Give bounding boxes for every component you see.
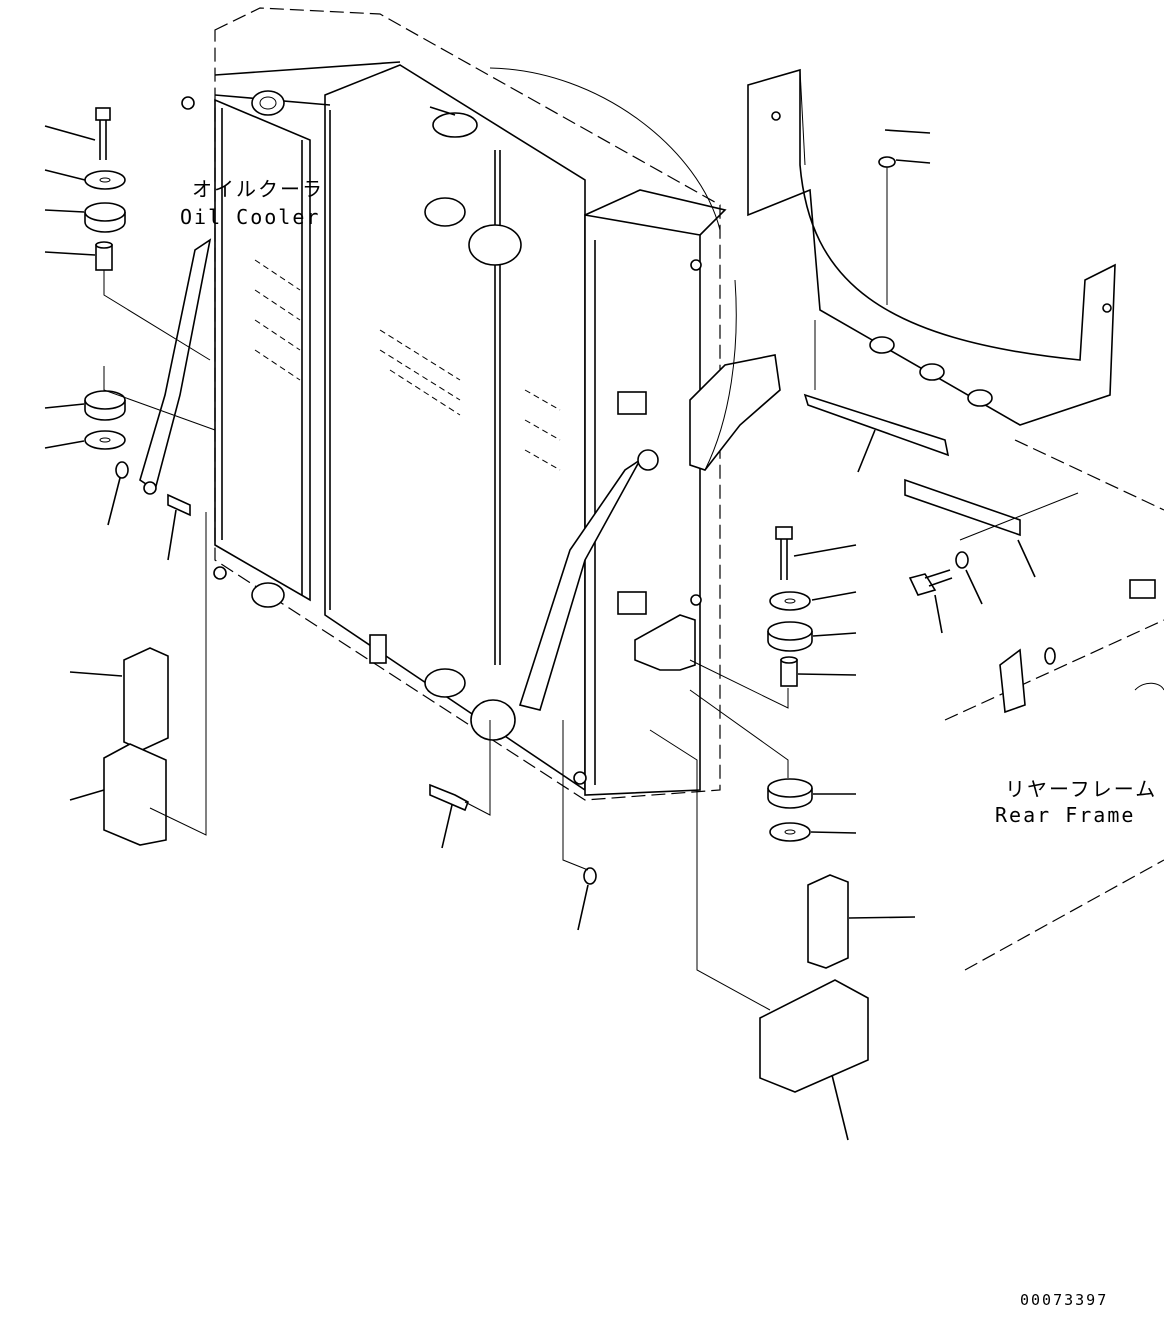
leader-lines <box>44 125 1079 1141</box>
fan-shroud <box>747 68 1116 537</box>
left-parts-stack <box>84 107 597 885</box>
left-support-stay <box>139 238 212 495</box>
rear-frame <box>944 439 1164 971</box>
oil-cooler-label-jp: オイルクーラ <box>192 177 324 201</box>
radiator-assembly <box>181 7 781 801</box>
callout-labels: オイルクーラ Oil Cooler リヤーフレーム Rear Frame 000… <box>180 177 1157 1309</box>
rear-frame-label-jp: リヤーフレーム <box>1005 777 1157 801</box>
oil-cooler-label-en: Oil Cooler <box>180 205 320 229</box>
right-support-stay <box>518 449 659 711</box>
rear-frame-label-en: Rear Frame <box>995 803 1135 827</box>
drawing-number: 00073397 <box>1020 1291 1108 1309</box>
right-parts-stack <box>759 526 969 1093</box>
